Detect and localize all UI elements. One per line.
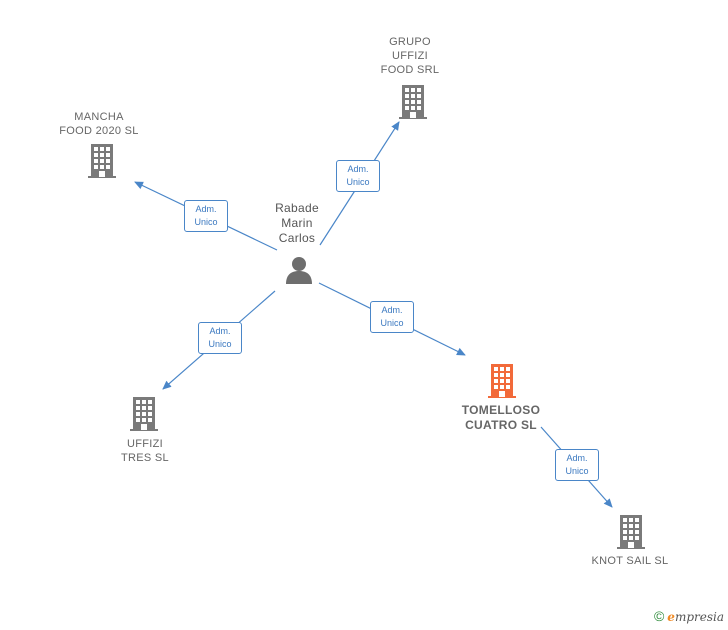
company-label-knot[interactable]: KNOT SAIL SL <box>591 555 669 567</box>
edge-role-line1: Adm. <box>381 305 403 315</box>
brand-logo-text: mpresia <box>674 610 724 624</box>
building-icon[interactable] <box>86 143 118 179</box>
edge-role-line1: Adm. <box>195 204 217 214</box>
brand-logo-e: e <box>667 610 675 624</box>
edge-label-grupo[interactable]: Adm. Unico <box>336 160 380 192</box>
company-label-uffizi[interactable]: UFFIZI TRES SL <box>121 438 169 464</box>
copyright-icon: © <box>653 608 665 624</box>
edge-role-line2: Unico <box>208 339 232 349</box>
person-icon[interactable] <box>283 255 315 285</box>
building-icon[interactable] <box>615 514 647 550</box>
edge-role-line2: Unico <box>565 466 589 476</box>
edge-role-line1: Adm. <box>347 164 369 174</box>
building-icon[interactable] <box>128 396 160 432</box>
edge-role-line2: Unico <box>346 177 370 187</box>
building-icon[interactable] <box>486 363 518 399</box>
edge-label-knot[interactable]: Adm. Unico <box>555 449 599 481</box>
edge-role-line2: Unico <box>380 318 404 328</box>
company-label-grupo[interactable]: GRUPO UFFIZI FOOD SRL <box>380 36 440 76</box>
edge-label-mancha[interactable]: Adm. Unico <box>184 200 228 232</box>
company-label-tomelloso[interactable]: TOMELLOSO CUATRO SL <box>461 403 541 432</box>
edge-role-line2: Unico <box>194 217 218 227</box>
footer-brand: ©empresia <box>654 608 724 624</box>
edge-label-tomelloso[interactable]: Adm. Unico <box>370 301 414 333</box>
building-icon[interactable] <box>397 84 429 120</box>
edge-label-uffizi[interactable]: Adm. Unico <box>198 322 242 354</box>
company-label-mancha[interactable]: MANCHA FOOD 2020 SL <box>59 111 139 137</box>
edge-role-line1: Adm. <box>566 453 588 463</box>
edge-role-line1: Adm. <box>209 326 231 336</box>
person-label[interactable]: Rabade Marin Carlos <box>275 201 319 245</box>
